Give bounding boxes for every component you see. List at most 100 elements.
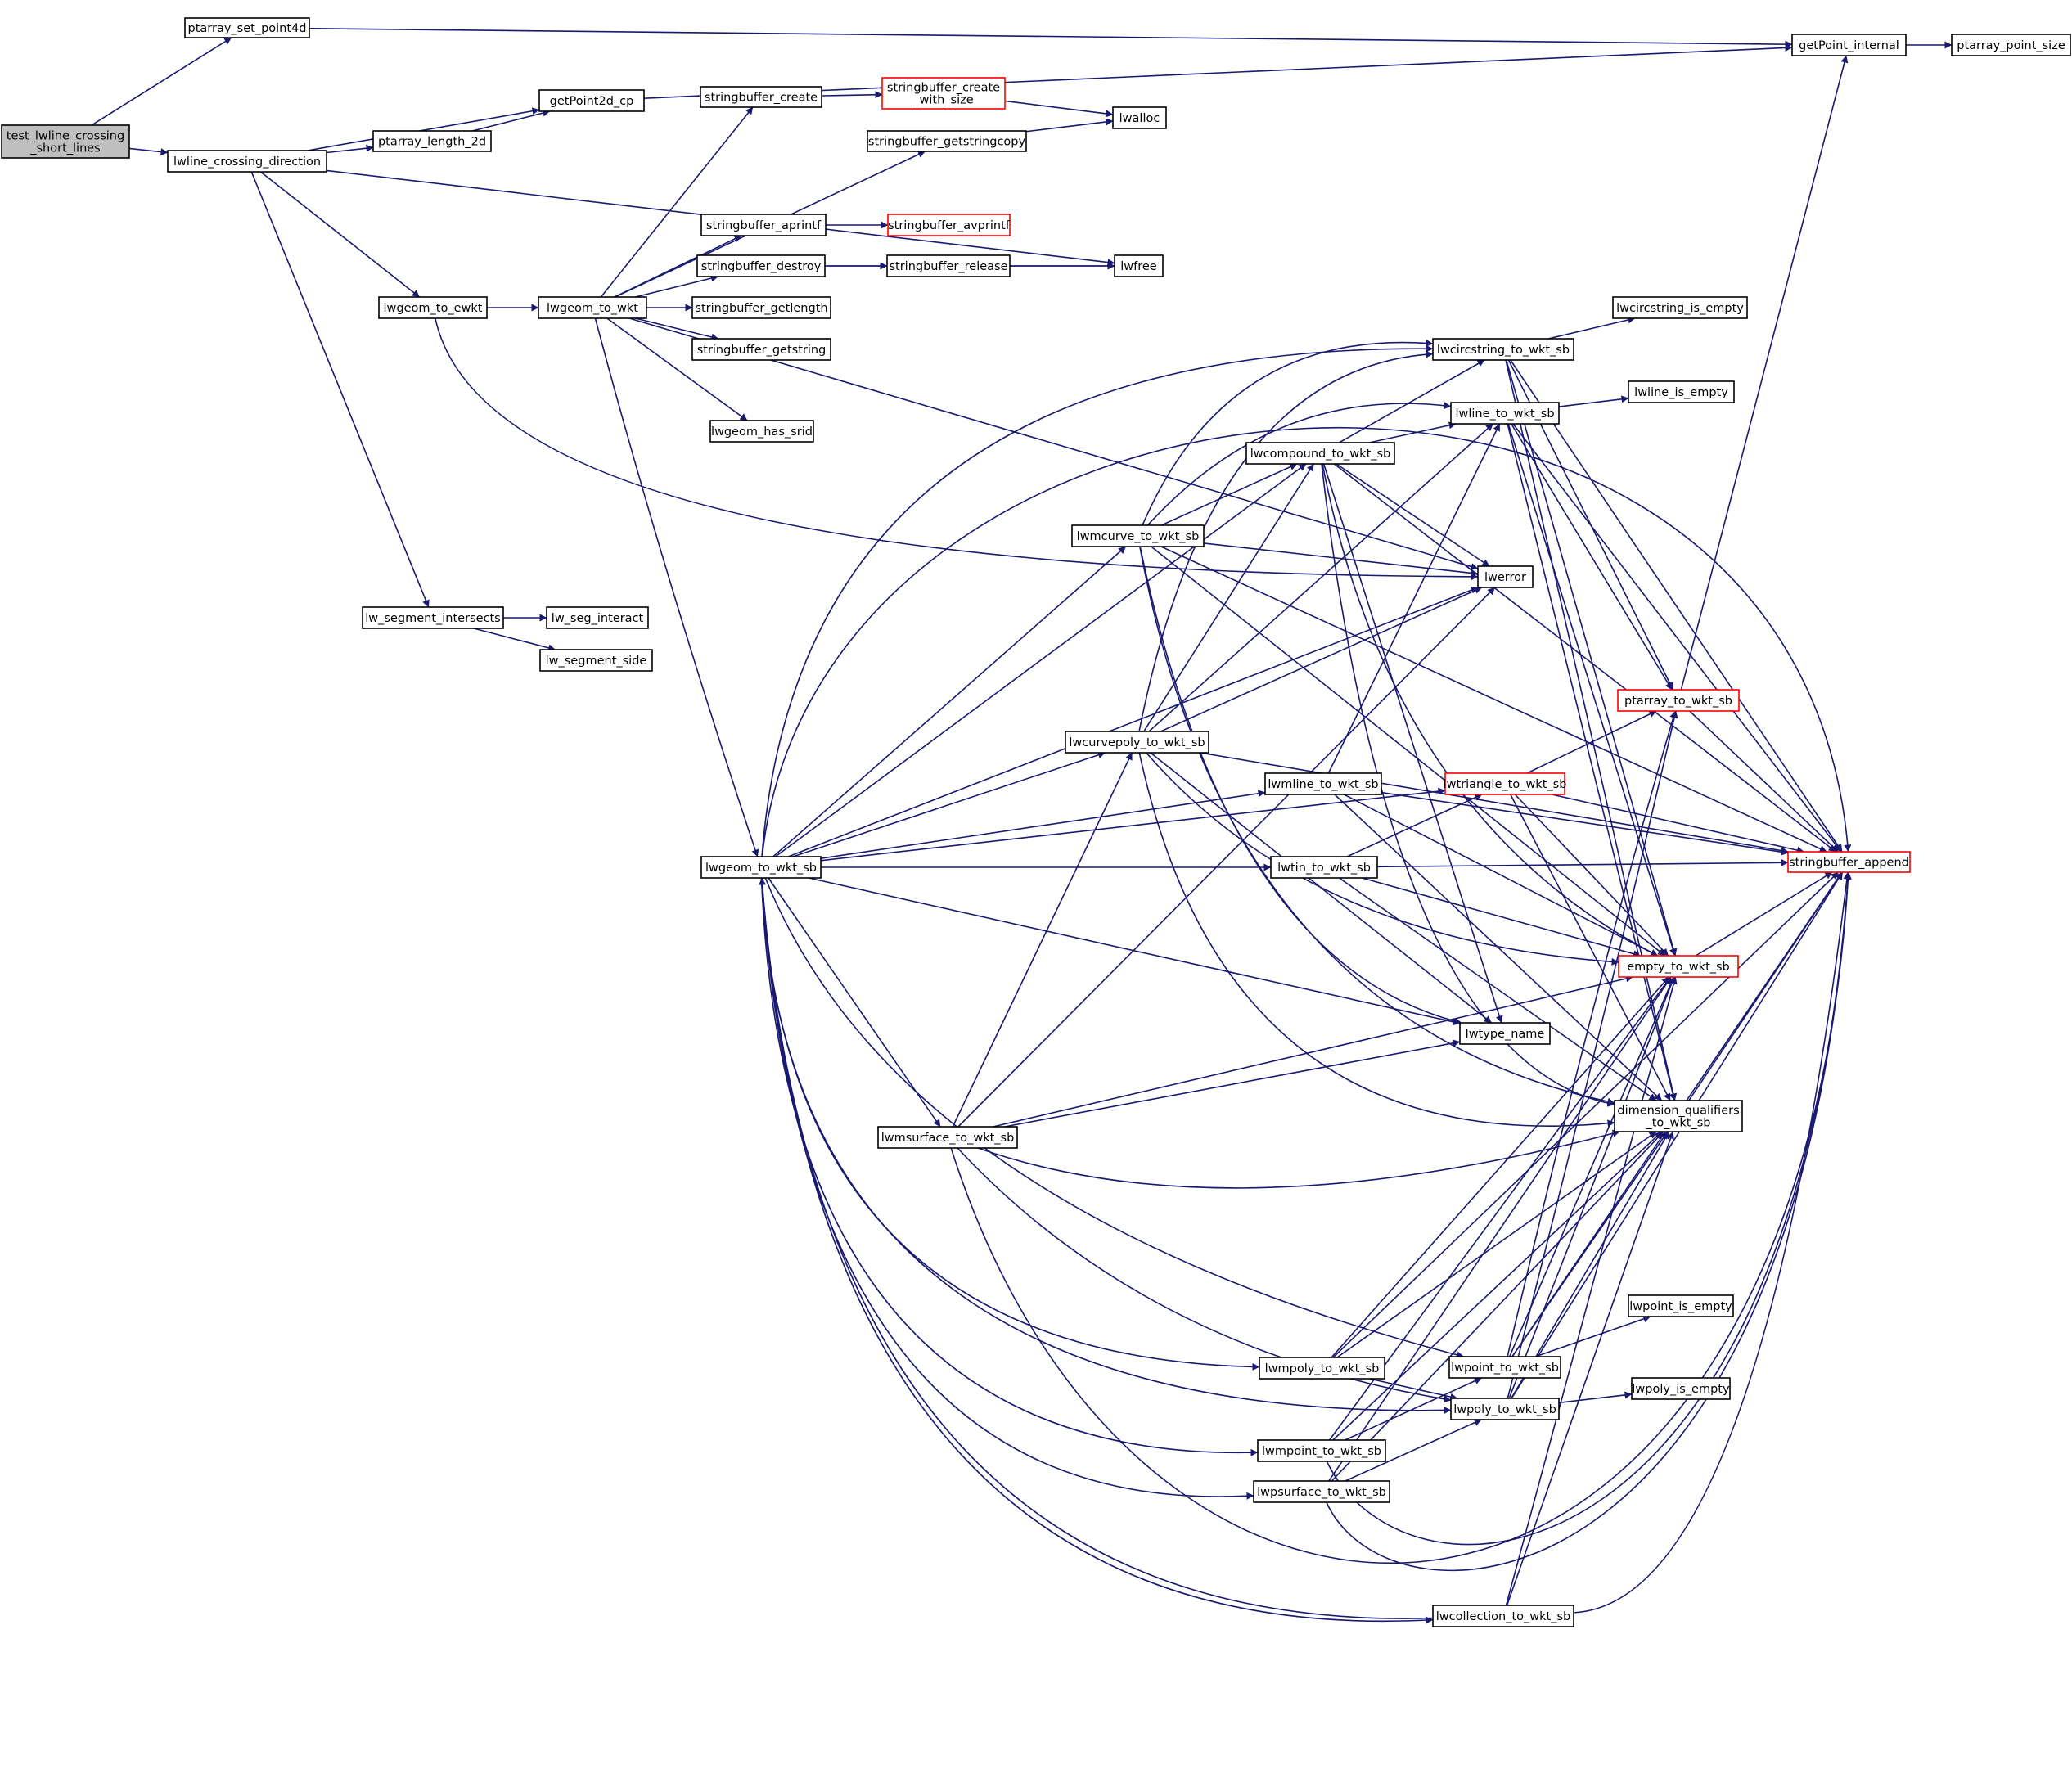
node-box: [1253, 1480, 1390, 1503]
node-lw-seg-interact[interactable]: lw_seg_interact: [546, 606, 649, 629]
node-box: [1618, 955, 1739, 978]
node-box: [887, 214, 1011, 236]
node-ptarray-set-point4d[interactable]: ptarray_set_point4d: [184, 17, 310, 38]
node-stringbuffer-aprintf[interactable]: stringbuffer_aprintf: [700, 214, 827, 236]
edge-root-to-lwline_crossing_direction: [128, 147, 169, 156]
node-label: stringbuffer_release: [889, 260, 1007, 273]
node-lwpoly-is-empty[interactable]: lwpoly_is_empty: [1631, 1377, 1731, 1400]
node-lwmline-to-wkt-sb[interactable]: lwmline_to_wkt_sb: [1264, 772, 1382, 795]
node-lwpsurface-to-wkt-sb[interactable]: lwpsurface_to_wkt_sb: [1253, 1480, 1390, 1503]
node-ptarray-point-size[interactable]: ptarray_point_size: [1951, 34, 2071, 56]
node-box: [546, 606, 649, 629]
node-lwcircstring-is-empty[interactable]: lwcircstring_is_empty: [1612, 296, 1748, 319]
node-lwline-crossing-direction[interactable]: lwline_crossing_direction: [167, 150, 327, 173]
edge-lwgeom_to_wkt_sb-to-lwtype_name: [809, 877, 1461, 1026]
node-box: [538, 89, 645, 112]
node-ptarray-length-2d[interactable]: ptarray_length_2d: [372, 130, 492, 152]
edge-lwpsurface_to_wkt_sb-to-stringbuffer_append: [1326, 871, 1852, 1572]
node-stringbuffer-getlength[interactable]: stringbuffer_getlength: [691, 296, 831, 319]
node-lwpoly-to-wkt-sb[interactable]: lwpoly_to_wkt_sb: [1450, 1398, 1560, 1420]
node-box: [1459, 1022, 1551, 1045]
edge-lwline_to_wkt_sb-to-stringbuffer_append: [1512, 423, 1842, 853]
node-lwline-is-empty[interactable]: lwline_is_empty: [1628, 380, 1735, 403]
edge-lwmcurve_to_wkt_sb-to-lwerror: [1203, 542, 1479, 577]
node-getPoint-internal[interactable]: getPoint_internal: [1791, 34, 1907, 56]
edge-stringbuffer_create_with_size-to-lwalloc: [1004, 100, 1114, 118]
node-stringbuffer-avprintf[interactable]: stringbuffer_avprintf: [887, 214, 1011, 236]
node-label: lwgeom_has_srid: [711, 425, 813, 439]
node-label: lwmpoint_to_wkt_sb: [1262, 1445, 1381, 1458]
node-label: ptarray_to_wkt_sb: [1624, 695, 1732, 708]
node-lwtype-name[interactable]: lwtype_name: [1459, 1022, 1551, 1045]
edge-lwgeom_to_wkt_sb-to-lwpoint_to_wkt_sb: [764, 877, 1465, 1359]
node-lwmpoly-to-wkt-sb[interactable]: lwmpoly_to_wkt_sb: [1259, 1357, 1385, 1380]
node-label: lwtriangle_to_wkt_sb: [1444, 778, 1567, 791]
node-lwgeom-to-ewkt[interactable]: lwgeom_to_ewkt: [378, 296, 488, 319]
node-lwcurvepoly-to-wkt-sb[interactable]: lwcurvepoly_to_wkt_sb: [1065, 731, 1209, 754]
edge-lwcompound_to_wkt_sb-to-lwline_to_wkt_sb: [1369, 421, 1457, 443]
node-lwtin-to-wkt-sb[interactable]: lwtin_to_wkt_sb: [1270, 856, 1378, 879]
node-lwmpoint-to-wkt-sb[interactable]: lwmpoint_to_wkt_sb: [1257, 1439, 1386, 1462]
node-label: lwcompound_to_wkt_sb: [1250, 448, 1391, 461]
node-lwpoint-to-wkt-sb[interactable]: lwpoint_to_wkt_sb: [1448, 1356, 1561, 1379]
node-lwpoint-is-empty[interactable]: lwpoint_is_empty: [1628, 1294, 1734, 1317]
node-label: lwgeom_to_wkt: [547, 302, 638, 315]
edge-lwline_to_wkt_sb-to-ptarray_to_wkt_sb: [1511, 423, 1673, 691]
node-root[interactable]: test_lwline_crossing_short_lines: [1, 124, 130, 159]
node-lwalloc[interactable]: lwalloc: [1112, 106, 1167, 129]
edge-empty_to_wkt_sb-to-stringbuffer_append: [1695, 871, 1833, 957]
node-lw-segment-intersects[interactable]: lw_segment_intersects: [362, 606, 504, 629]
node-box: [881, 77, 1006, 110]
edge-lwmline_to_wkt_sb-to-lwline_to_wkt_sb: [1327, 423, 1501, 774]
node-stringbuffer-release[interactable]: stringbuffer_release: [886, 254, 1011, 277]
edge-lwtriangle_to_wkt_sb-to-ptarray_to_wkt_sb: [1526, 710, 1657, 774]
node-lwmcurve-to-wkt-sb[interactable]: lwmcurve_to_wkt_sb: [1071, 524, 1205, 547]
node-label: _to_wkt_sb: [1645, 1117, 1710, 1130]
node-lwfree[interactable]: lwfree: [1114, 254, 1164, 277]
node-label: ptarray_point_size: [1957, 39, 2065, 52]
node-label: lw_segment_side: [546, 655, 647, 668]
node-ptarray-to-wkt-sb[interactable]: ptarray_to_wkt_sb: [1617, 689, 1740, 712]
node-label: stringbuffer_avprintf: [888, 219, 1011, 232]
node-box: [1112, 106, 1167, 129]
node-lwline-to-wkt-sb[interactable]: lwline_to_wkt_sb: [1450, 402, 1560, 425]
node-getPoint2d-cp[interactable]: getPoint2d_cp: [538, 89, 645, 112]
edge-lwmsurface_to_wkt_sb-to-lwtype_name: [1004, 1039, 1461, 1128]
edge-lwtriangle_to_wkt_sb-to-stringbuffer_append: [1552, 794, 1804, 854]
edge-lwcompound_to_wkt_sb-to-dimension_qualifiers_to_wkt_sb: [1321, 463, 1615, 1107]
node-lwgeom-has-srid[interactable]: lwgeom_has_srid: [709, 420, 814, 443]
node-stringbuffer-getstring[interactable]: stringbuffer_getstring: [691, 338, 831, 361]
node-stringbuffer-destroy[interactable]: stringbuffer_destroy: [696, 254, 826, 277]
node-empty-to-wkt-sb[interactable]: empty_to_wkt_sb: [1618, 955, 1739, 978]
node-lwerror[interactable]: lwerror: [1477, 565, 1534, 588]
edge-lwpsurface_to_wkt_sb-to-empty_to_wkt_sb: [1328, 976, 1672, 1482]
edge-ptarray_set_point4d-to-getPoint_internal: [309, 28, 1793, 48]
node-stringbuffer-getstringcopy[interactable]: stringbuffer_getstringcopy: [867, 130, 1027, 152]
node-stringbuffer-create-with-size[interactable]: stringbuffer_create_with_size: [881, 77, 1006, 110]
edge-lwgeom_to_wkt_sb-to-lwmline_to_wkt_sb: [820, 790, 1266, 859]
edge-lwcurvepoly_to_wkt_sb-to-stringbuffer_append: [1200, 752, 1789, 855]
node-box: [700, 86, 822, 108]
node-lwtriangle-to-wkt-sb[interactable]: lwtriangle_to_wkt_sb: [1444, 772, 1567, 795]
node-lwcollection-to-wkt-sb[interactable]: lwcollection_to_wkt_sb: [1432, 1605, 1574, 1627]
node-stringbuffer-append[interactable]: stringbuffer_append: [1787, 851, 1911, 873]
edge-lwgeom_to_wkt_sb-to-lwmpoint_to_wkt_sb: [760, 877, 1259, 1456]
node-label: stringbuffer_destroy: [701, 260, 822, 273]
node-lwgeom-to-wkt-sb[interactable]: lwgeom_to_wkt_sb: [700, 856, 822, 879]
edge-lwcompound_to_wkt_sb-to-lwerror: [1336, 463, 1490, 567]
node-label: lw_seg_interact: [552, 612, 644, 625]
edge-lwgeom_to_wkt-to-stringbuffer_getstring: [635, 317, 719, 341]
node-dimension-qualifiers-to-wkt-sb[interactable]: dimension_qualifiers_to_wkt_sb: [1614, 1100, 1743, 1132]
edge-lwgeom_to_wkt_sb-to-lwmsurface_to_wkt_sb: [768, 877, 941, 1128]
node-lwgeom-to-wkt[interactable]: lwgeom_to_wkt: [538, 296, 647, 319]
node-lwmsurface-to-wkt-sb[interactable]: lwmsurface_to_wkt_sb: [877, 1126, 1018, 1149]
node-stringbuffer-create[interactable]: stringbuffer_create: [700, 86, 822, 108]
node-box: [1065, 731, 1209, 754]
edge-lwgeom_to_wkt_sb-to-stringbuffer_append: [761, 427, 1852, 857]
node-lwcircstring-to-wkt-sb[interactable]: lwcircstring_to_wkt_sb: [1432, 338, 1574, 361]
edge-lwcircstring_to_wkt_sb-to-stringbuffer_append: [1510, 359, 1843, 853]
edge-lwmcurve_to_wkt_sb-to-lwtype_name: [1139, 546, 1462, 1025]
edge-lwgeom_to_wkt_sb-to-lwcollection_to_wkt_sb: [761, 877, 1434, 1624]
node-lwcompound-to-wkt-sb[interactable]: lwcompound_to_wkt_sb: [1245, 442, 1395, 465]
node-lw-segment-side[interactable]: lw_segment_side: [539, 649, 653, 672]
